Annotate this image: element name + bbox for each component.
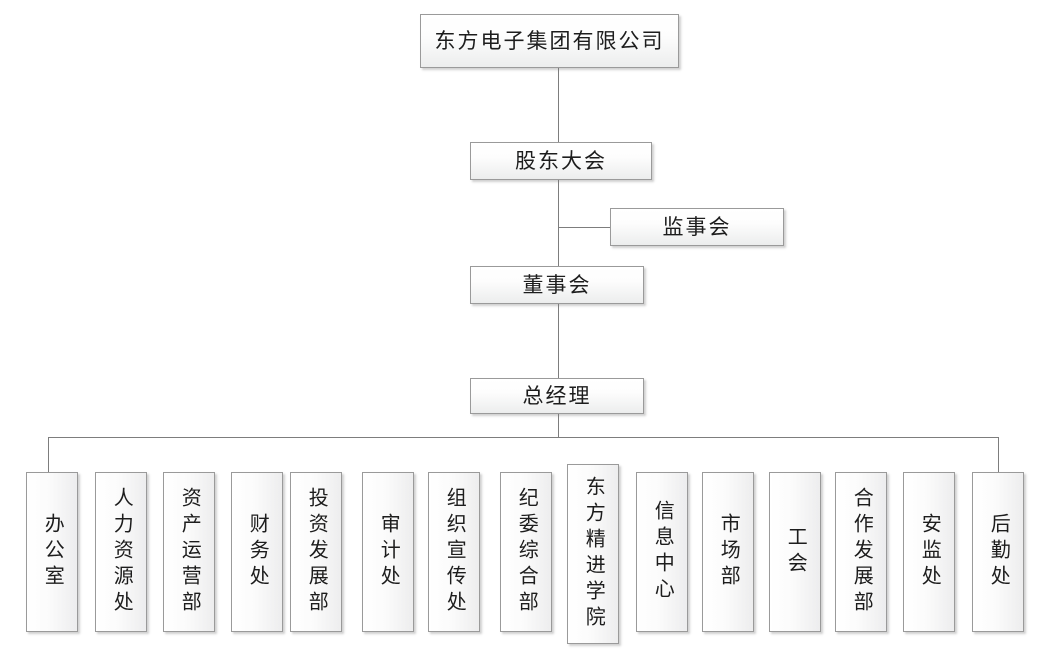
department-box[interactable]: 资产运营部 (163, 472, 215, 632)
department-label: 资产运营部 (178, 487, 201, 617)
node-shareholders-meeting[interactable]: 股东大会 (470, 142, 652, 180)
department-box[interactable]: 投资发展部 (290, 472, 342, 632)
department-box[interactable]: 东方精进学院 (567, 464, 619, 644)
node-company[interactable]: 东方电子集团有限公司 (420, 14, 679, 68)
department-label: 投资发展部 (305, 487, 328, 617)
department-box[interactable]: 财务处 (231, 472, 283, 632)
department-label: 市场部 (717, 513, 740, 591)
department-label: 办公室 (41, 513, 64, 591)
connector-company-to-shareholders (558, 68, 559, 142)
department-label: 信息中心 (651, 500, 674, 604)
department-box[interactable]: 安监处 (903, 472, 955, 632)
node-board-of-supervisors[interactable]: 监事会 (610, 208, 784, 246)
department-box[interactable]: 合作发展部 (835, 472, 887, 632)
department-label: 合作发展部 (850, 487, 873, 617)
department-box[interactable]: 信息中心 (636, 472, 688, 632)
node-board-of-supervisors-label: 监事会 (662, 214, 732, 239)
connector-bus-right-drop (998, 437, 999, 472)
connector-board-to-general-manager (558, 304, 559, 378)
department-box[interactable]: 组织宣传处 (428, 472, 480, 632)
department-label: 工会 (784, 526, 807, 578)
connector-departments-bus (48, 437, 999, 438)
connector-shareholders-to-board (558, 180, 559, 266)
department-box[interactable]: 人力资源处 (95, 472, 147, 632)
department-box[interactable]: 后勤处 (972, 472, 1024, 632)
department-label: 东方精进学院 (582, 476, 605, 632)
department-label: 财务处 (246, 513, 269, 591)
department-box[interactable]: 审计处 (362, 472, 414, 632)
node-general-manager[interactable]: 总经理 (470, 378, 644, 414)
department-box[interactable]: 纪委综合部 (500, 472, 552, 632)
node-board-of-directors[interactable]: 董事会 (470, 266, 644, 304)
department-label: 人力资源处 (110, 487, 133, 617)
department-box[interactable]: 工会 (769, 472, 821, 632)
department-box[interactable]: 办公室 (26, 472, 78, 632)
department-label: 审计处 (377, 513, 400, 591)
connector-branch-to-supervisors (558, 227, 610, 228)
node-general-manager-label: 总经理 (522, 383, 592, 408)
department-label: 纪委综合部 (515, 487, 538, 617)
node-shareholders-meeting-label: 股东大会 (515, 148, 607, 173)
department-label: 组织宣传处 (443, 487, 466, 617)
node-company-label: 东方电子集团有限公司 (434, 28, 665, 53)
department-label: 安监处 (918, 513, 941, 591)
department-box[interactable]: 市场部 (702, 472, 754, 632)
connector-bus-left-drop (48, 437, 49, 472)
department-label: 后勤处 (987, 513, 1010, 591)
node-board-of-directors-label: 董事会 (522, 272, 592, 297)
connector-general-manager-down (558, 414, 559, 437)
